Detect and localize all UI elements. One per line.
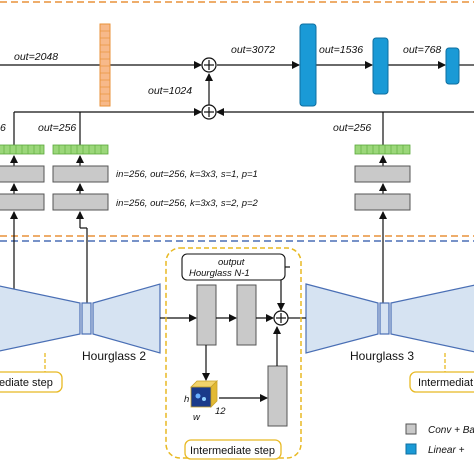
dim-w: w [193,412,201,423]
dim-h: h [184,394,189,405]
inner-conv-block-1 [196,284,217,346]
orange-feature-vector [99,23,111,107]
label-out-1536: out=1536 [319,44,363,56]
label-out-256-cut: 6 [0,122,6,134]
linear-block-2 [372,37,389,95]
conv-block-b-2 [354,193,411,211]
legend-conv-label: Conv + Ba [428,425,474,436]
green-feature-left [0,144,45,155]
linear-block-1 [299,23,317,107]
hourglass-3-shape [305,283,474,354]
intermediate-step-label-box-left [0,371,63,393]
conv-block-left-2 [0,193,45,211]
label-hourglass-3: Hourglass 3 [350,349,414,363]
dim-12: 12 [215,406,226,417]
inner-conv-block-2 [236,284,257,346]
green-feature-a [52,144,109,155]
intermediate-step-label-right: Intermediat [418,377,473,389]
legend-linear-swatch [405,443,417,455]
conv-block-b-1 [354,165,411,183]
output-label-line1: output [218,257,245,268]
legend-conv-swatch [405,423,417,435]
intermediate-step-label-box-right [409,371,474,393]
label-hourglass-2: Hourglass 2 [82,349,146,363]
linear-block-3 [445,47,460,85]
inner-conv-block-3 [267,365,288,427]
label-out-1024: out=1024 [148,85,192,97]
conv-block-a-1 [52,165,109,183]
conv-params-row2: in=256, out=256, k=3x3, s=2, p=2 [116,198,259,209]
label-out-768: out=768 [403,44,441,56]
conv-block-left-1 [0,165,45,183]
legend-linear-label: Linear + [428,445,465,456]
conv-params-row1: in=256, out=256, k=3x3, s=1, p=1 [116,169,258,180]
inner-plus-icon [273,310,289,326]
output-label-line2: Hourglass N-1 [189,268,250,279]
intermediate-step-label-box [184,439,282,460]
intermediate-step-label: Intermediate step [190,445,275,457]
concat-plus-icon-top [201,57,217,73]
label-out-2048: out=2048 [14,51,58,63]
hourglass-2-shape [0,283,161,354]
intermediate-step-label-left: ediate step [0,377,53,389]
label-out-256-b: out=256 [333,122,371,134]
concat-plus-icon-mid [201,104,217,120]
green-feature-b [354,144,411,155]
label-out-256-a: out=256 [38,122,76,134]
conv-block-a-2 [52,193,109,211]
label-out-3072: out=3072 [231,44,275,56]
heatmap-cube-icon [190,380,218,408]
